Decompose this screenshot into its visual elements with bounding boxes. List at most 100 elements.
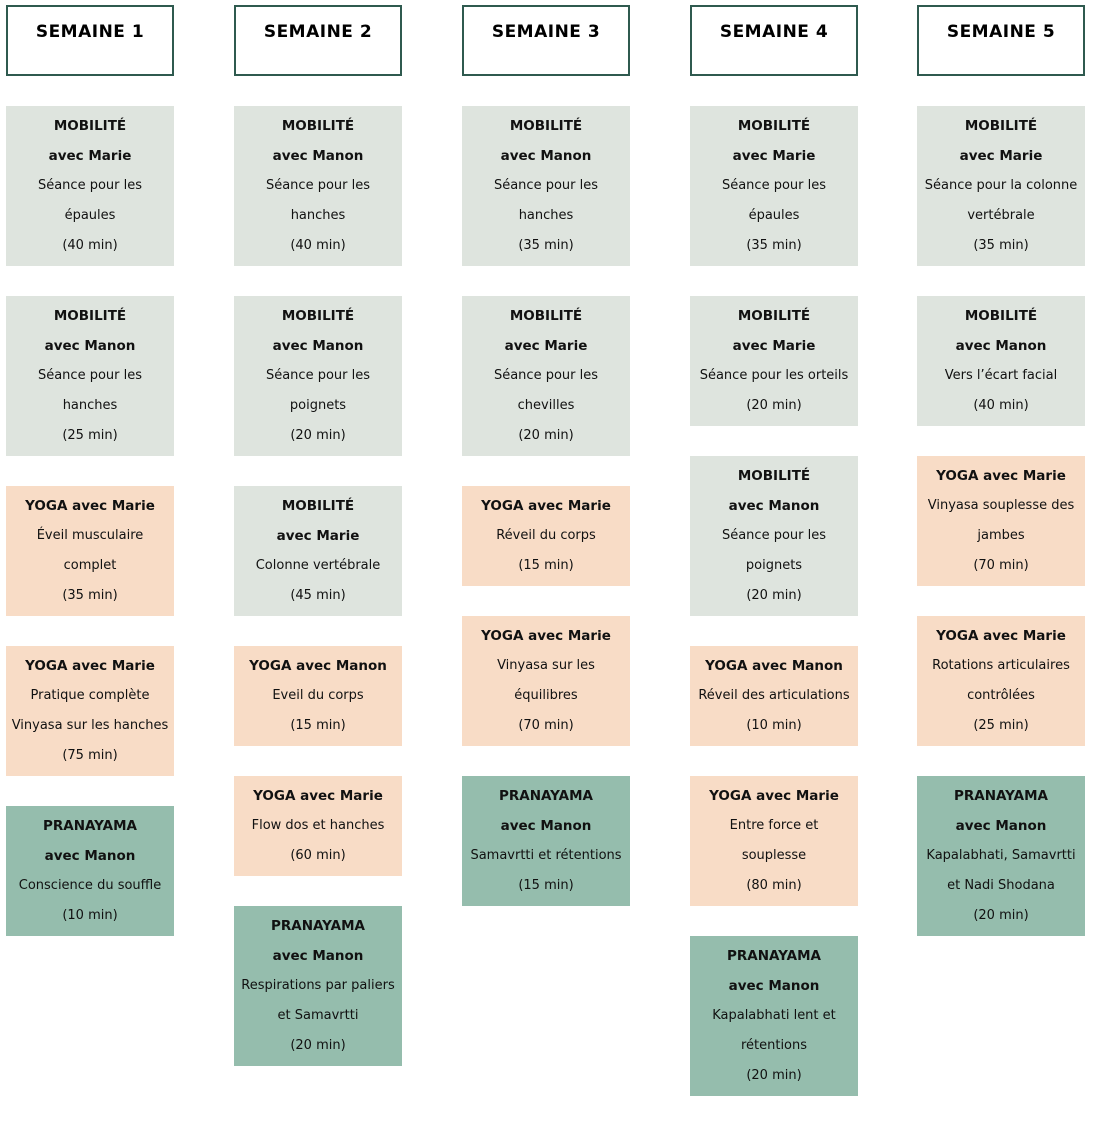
session-detail: Respirations par paliers — [241, 978, 395, 993]
session-title: MOBILITÉ — [281, 498, 355, 514]
session-duration: (25 min) — [62, 428, 118, 443]
session-title: MOBILITÉ — [737, 118, 811, 134]
session-title: PRANAYAMA — [953, 788, 1048, 804]
session-duration: (15 min) — [518, 558, 574, 573]
week-header: SEMAINE 1 — [6, 5, 174, 76]
session-detail: Flow dos et hanches — [251, 818, 385, 833]
session-detail: Séance pour les — [37, 178, 143, 193]
session-duration: (75 min) — [62, 748, 118, 763]
session-duration: (35 min) — [518, 238, 574, 253]
session-title: MOBILITÉ — [964, 118, 1038, 134]
session-title: MOBILITÉ — [737, 308, 811, 324]
session-instructor: avec Manon — [272, 148, 364, 164]
session-duration: (15 min) — [518, 878, 574, 893]
session-detail: Séance pour la colonne — [924, 178, 1078, 193]
session-detail: Entre force et — [729, 818, 819, 833]
session-detail: hanches — [518, 208, 574, 223]
session-instructor: avec Manon — [44, 338, 136, 354]
session-detail: hanches — [62, 398, 118, 413]
session-title: YOGA avec Marie — [481, 498, 611, 514]
session-title: MOBILITÉ — [964, 308, 1038, 324]
session-detail: Vers l’écart facial — [944, 368, 1058, 383]
session-detail: poignets — [745, 558, 803, 573]
session-instructor: avec Marie — [959, 148, 1043, 164]
session-detail: épaules — [748, 208, 800, 223]
session-duration: (20 min) — [746, 1068, 802, 1083]
session-title: YOGA avec Marie — [25, 658, 155, 674]
session-duration: (45 min) — [290, 588, 346, 603]
session-duration: (70 min) — [518, 718, 574, 733]
session-detail: Séance pour les — [721, 528, 827, 543]
session-duration: (40 min) — [973, 398, 1029, 413]
session-detail: Kapalabhati lent et — [712, 1008, 836, 1023]
session-title: YOGA avec Manon — [705, 658, 843, 674]
session-title: YOGA avec Marie — [936, 628, 1066, 644]
session-detail: Réveil du corps — [496, 528, 596, 543]
session-title: MOBILITÉ — [53, 308, 127, 324]
session-detail: souplesse — [741, 848, 807, 863]
session-instructor: avec Manon — [44, 848, 136, 864]
session-detail: hanches — [290, 208, 346, 223]
session-detail: Vinyasa souplesse des — [927, 498, 1075, 513]
session-duration: (35 min) — [62, 588, 118, 603]
session-instructor: avec Marie — [276, 528, 360, 544]
session-detail: Éveil musculaire — [36, 528, 144, 543]
session-title: YOGA avec Marie — [253, 788, 383, 804]
session-duration: (20 min) — [746, 588, 802, 603]
session-detail: épaules — [64, 208, 116, 223]
session-duration: (20 min) — [518, 428, 574, 443]
session-instructor: avec Manon — [728, 498, 820, 514]
week-header: SEMAINE 4 — [690, 5, 858, 76]
session-detail: Séance pour les — [37, 368, 143, 383]
session-detail: jambes — [977, 528, 1025, 543]
session-title: PRANAYAMA — [498, 788, 593, 804]
session-title: YOGA avec Manon — [249, 658, 387, 674]
session-duration: (40 min) — [62, 238, 118, 253]
session-instructor: avec Manon — [272, 948, 364, 964]
session-title: YOGA avec Marie — [481, 628, 611, 644]
session-detail: poignets — [289, 398, 347, 413]
session-detail: complet — [63, 558, 117, 573]
week-header: SEMAINE 3 — [462, 5, 630, 76]
session-duration: (35 min) — [746, 238, 802, 253]
session-duration: (10 min) — [62, 908, 118, 923]
session-title: YOGA avec Marie — [25, 498, 155, 514]
session-title: MOBILITÉ — [509, 308, 583, 324]
session-instructor: avec Marie — [504, 338, 588, 354]
session-instructor: avec Manon — [500, 148, 592, 164]
session-detail: Séance pour les — [265, 178, 371, 193]
session-detail: contrôlées — [967, 688, 1035, 703]
session-duration: (25 min) — [973, 718, 1029, 733]
session-detail: Colonne vertébrale — [255, 558, 381, 573]
session-detail: vertébrale — [967, 208, 1035, 223]
session-detail: Séance pour les — [721, 178, 827, 193]
session-duration: (40 min) — [290, 238, 346, 253]
session-duration: (60 min) — [290, 848, 346, 863]
session-detail: Kapalabhati, Samavrtti — [926, 848, 1076, 863]
session-detail: Vinyasa sur les hanches — [11, 718, 169, 733]
session-title: YOGA avec Marie — [709, 788, 839, 804]
week-header: SEMAINE 5 — [917, 5, 1085, 76]
